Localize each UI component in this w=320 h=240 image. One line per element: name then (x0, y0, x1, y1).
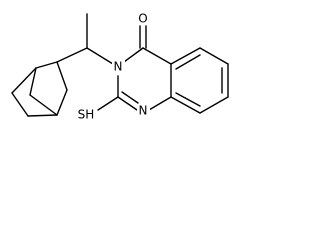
atom-labels: O N N SH (78, 12, 150, 122)
nitrogen-n3-label: N (114, 60, 123, 74)
bond (148, 96, 172, 111)
ethyl-linker (56, 13, 114, 65)
bond (123, 47, 144, 63)
bond (86, 47, 114, 65)
bond (56, 89, 68, 116)
bond (117, 96, 138, 111)
norbornane-group (11, 61, 68, 117)
bond (170, 47, 201, 65)
bond (35, 61, 58, 69)
bond (170, 96, 201, 114)
bond (29, 67, 37, 96)
bond (27, 114, 58, 117)
bond (56, 61, 68, 91)
pyrimidinone-ring (97, 25, 172, 111)
bond (199, 96, 229, 114)
chemical-structure-diagram: O N N SH (11, 12, 229, 122)
bond (175, 54, 201, 70)
bond (11, 92, 29, 117)
bond (121, 91, 139, 104)
bond (11, 67, 37, 94)
bond (29, 94, 58, 116)
bond (142, 47, 172, 65)
bond (97, 96, 119, 111)
benzene-ring (170, 47, 229, 114)
bond (56, 47, 88, 63)
oxygen-atom-label: O (138, 12, 147, 26)
thiol-group-label: SH (78, 108, 95, 122)
nitrogen-n1-label: N (139, 104, 148, 118)
bond (175, 92, 201, 107)
bond (199, 47, 229, 65)
